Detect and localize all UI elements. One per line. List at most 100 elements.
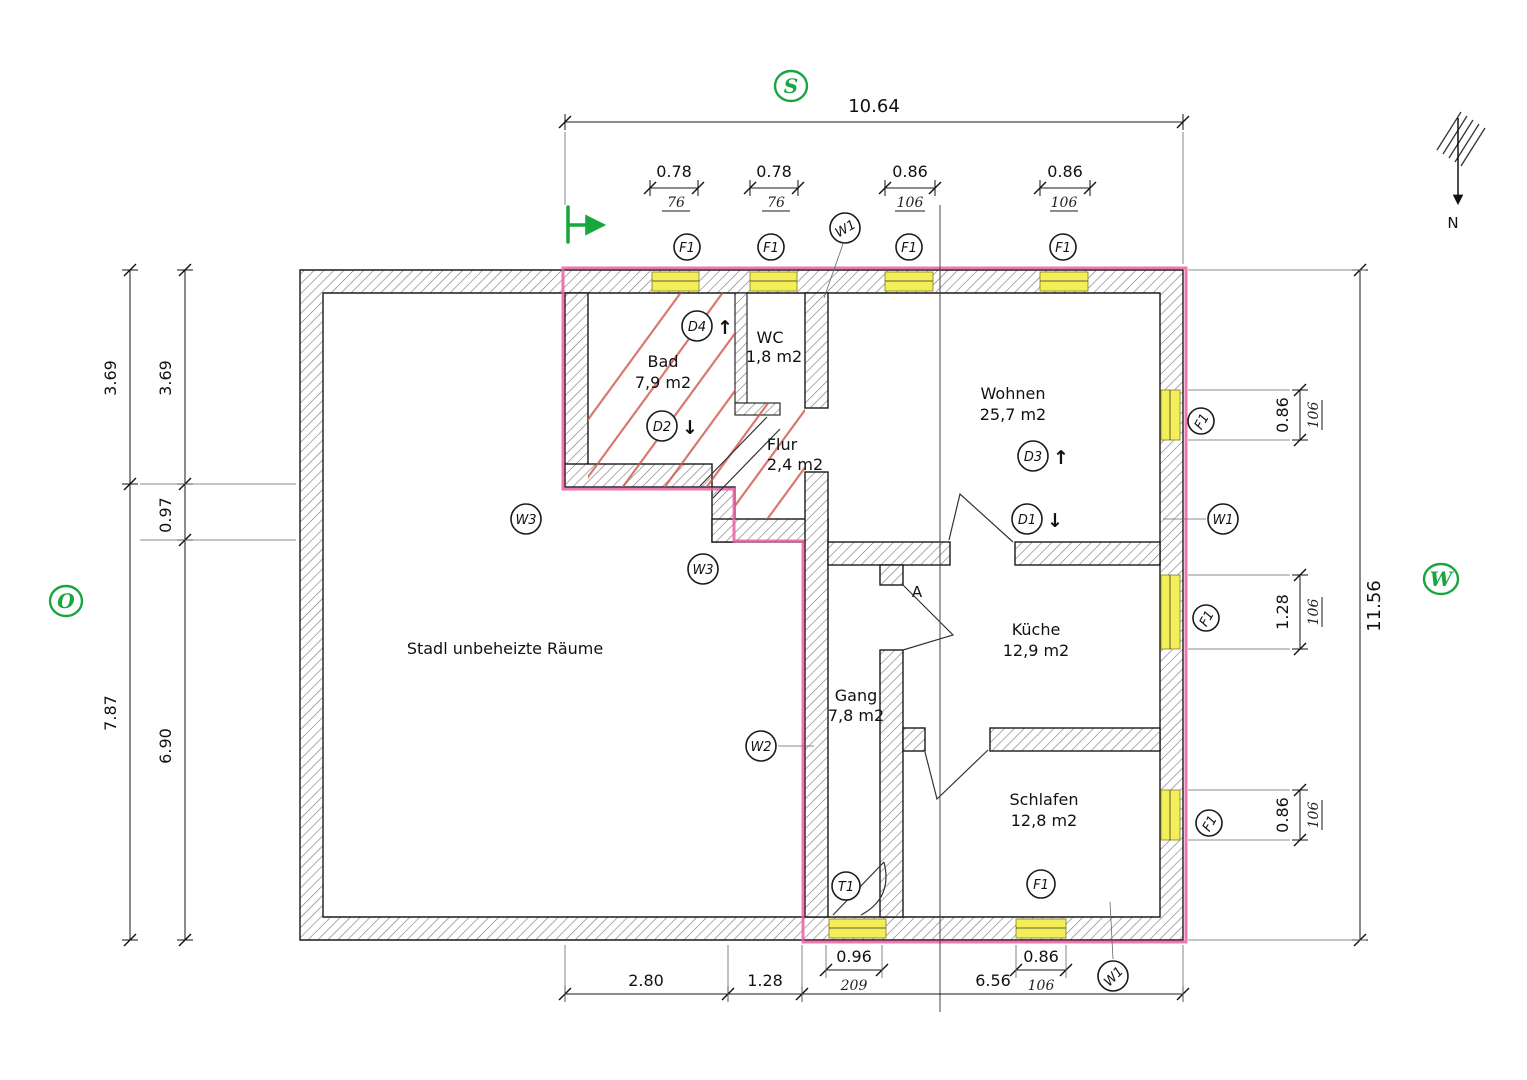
svg-text:F1: F1 (1055, 241, 1071, 256)
marker-f1-right-2: F1 (1192, 604, 1220, 632)
dim-left-outer-1: 3.69 (101, 360, 120, 396)
room-label-kueche: Küche (1012, 620, 1061, 639)
dim-bottom-door-m: 0.96 (836, 947, 872, 966)
arrow-down-icon: ↓ (682, 417, 698, 439)
arrow-up-icon: ↑ (717, 317, 733, 339)
dim-right-2-cm: 106 (1306, 599, 1322, 626)
svg-text:D4: D4 (688, 320, 706, 335)
dim-top-2-cm: 76 (767, 195, 785, 211)
room-area-schlafen: 12,8 m2 (1011, 811, 1077, 830)
svg-text:D2: D2 (653, 420, 671, 435)
dim-top-4-m: 0.86 (1047, 162, 1083, 181)
wall-wc-bottom (734, 402, 781, 416)
orientation-marks: S O W (48, 69, 1460, 618)
marker-w3-2: W3 (687, 553, 719, 585)
door-swing-d1 (948, 492, 1014, 543)
marker-t1: T1 (831, 871, 861, 901)
interior-walls (564, 292, 1161, 918)
entrance-marker (566, 205, 607, 244)
dim-left: 3.69 7.87 3.69 0.97 6.90 (101, 263, 296, 947)
wall-wohnen-bottom-right (1014, 541, 1161, 566)
door-swing-schlafen (924, 749, 989, 801)
room-label-wohnen: Wohnen (981, 384, 1046, 403)
marker-w2: W2 (745, 730, 814, 762)
svg-text:W1: W1 (1212, 513, 1233, 528)
room-label-flur: Flur (767, 435, 798, 454)
circled-markers: F1 F1 W1 F1 F1 D4 ↑ D2 ↓ (510, 212, 1239, 992)
window-f1-right-2 (1160, 574, 1181, 650)
svg-text:F1: F1 (901, 241, 917, 256)
arrow-down-icon: ↓ (1047, 510, 1063, 532)
marker-d2: D2 ↓ (646, 410, 698, 442)
svg-text:F1: F1 (1033, 878, 1049, 893)
dim-top-4-cm: 106 (1051, 195, 1078, 211)
svg-text:W2: W2 (750, 740, 771, 755)
marker-f1-top-3: F1 (895, 233, 923, 261)
orientation-label-east: O (57, 589, 75, 613)
marker-f1-bottom: F1 (1026, 869, 1056, 899)
apartment-outline-highlight (561, 266, 1188, 944)
wall-bad-bottom (564, 463, 713, 488)
dim-right-2-m: 1.28 (1273, 594, 1292, 630)
wall-kueche-schlafen-right (989, 727, 1161, 752)
door-swing-flur-1 (699, 416, 768, 487)
dim-right-1-cm: 106 (1306, 402, 1322, 429)
dim-top: 10.64 0.78 76 0.78 76 0.86 106 0.86 106 (558, 96, 1190, 264)
marker-f1-right-3: F1 (1195, 809, 1223, 837)
marker-w3-1: W3 (510, 503, 542, 535)
wall-wohnen-bottom-left (827, 541, 951, 566)
window-f1-top-4 (1039, 271, 1089, 292)
marker-f1-top-2: F1 (757, 233, 785, 261)
window-f1-bottom (1015, 918, 1067, 939)
dim-left-inner-3: 6.90 (156, 728, 175, 764)
dim-top-total: 10.64 (848, 96, 900, 117)
window-f1-right-3 (1160, 789, 1181, 841)
arrow-up-icon: ↑ (1053, 447, 1069, 469)
orientation-label-south: S (784, 74, 798, 98)
dim-bottom-3: 6.56 (975, 971, 1011, 990)
wall-wohnen-left-upper (804, 292, 829, 409)
window-f1-top-2 (749, 271, 798, 292)
opening-label-a: A (912, 583, 923, 601)
svg-text:T1: T1 (838, 880, 854, 895)
dim-bottom-window-m: 0.86 (1023, 947, 1059, 966)
dim-top-1-m: 0.78 (656, 162, 692, 181)
wall-gang-left (804, 471, 829, 918)
marker-d4: D4 ↑ (681, 310, 733, 342)
room-label-gang: Gang (835, 686, 878, 705)
marker-f1-top-1: F1 (673, 233, 701, 261)
marker-d1: D1 ↓ (1011, 503, 1063, 535)
wall-gang-right (879, 649, 904, 918)
compass-hatch-icon (1436, 111, 1486, 167)
windows (651, 271, 1181, 939)
room-area-gang: 7,8 m2 (828, 706, 884, 725)
svg-text:F1: F1 (679, 241, 695, 256)
outer-wall (299, 269, 1184, 941)
svg-text:D3: D3 (1024, 450, 1042, 465)
wall-kueche-schlafen-left (902, 727, 926, 752)
room-area-flur: 2,4 m2 (767, 455, 823, 474)
dim-top-3-m: 0.86 (892, 162, 928, 181)
room-label-wc: WC (757, 328, 784, 347)
north-compass: N (1436, 111, 1486, 232)
marker-w1-bottom: W1 (1097, 901, 1129, 992)
orientation-label-west: W (1430, 567, 1455, 591)
svg-text:D1: D1 (1018, 513, 1036, 528)
north-label: N (1447, 214, 1458, 232)
wall-gang-right-stub (879, 564, 904, 586)
window-f1-top-1 (651, 271, 700, 292)
wall-bad-left (564, 292, 589, 488)
svg-text:F1: F1 (1200, 813, 1221, 834)
dim-bottom-2: 1.28 (747, 971, 783, 990)
door-t1-bottom (828, 918, 887, 939)
window-f1-top-3 (884, 271, 934, 292)
marker-d3: D3 ↑ (1017, 440, 1069, 472)
room-area-wc: 1,8 m2 (746, 347, 802, 366)
dim-left-inner-1: 3.69 (156, 360, 175, 396)
orientation-circle-west (1422, 562, 1460, 596)
marker-f1-right-1: F1 (1187, 407, 1215, 435)
room-area-bad: 7,9 m2 (635, 373, 691, 392)
dim-right: 11.56 0.86 106 1.28 106 0.86 106 (1188, 263, 1385, 947)
dim-right-1-m: 0.86 (1273, 397, 1292, 433)
